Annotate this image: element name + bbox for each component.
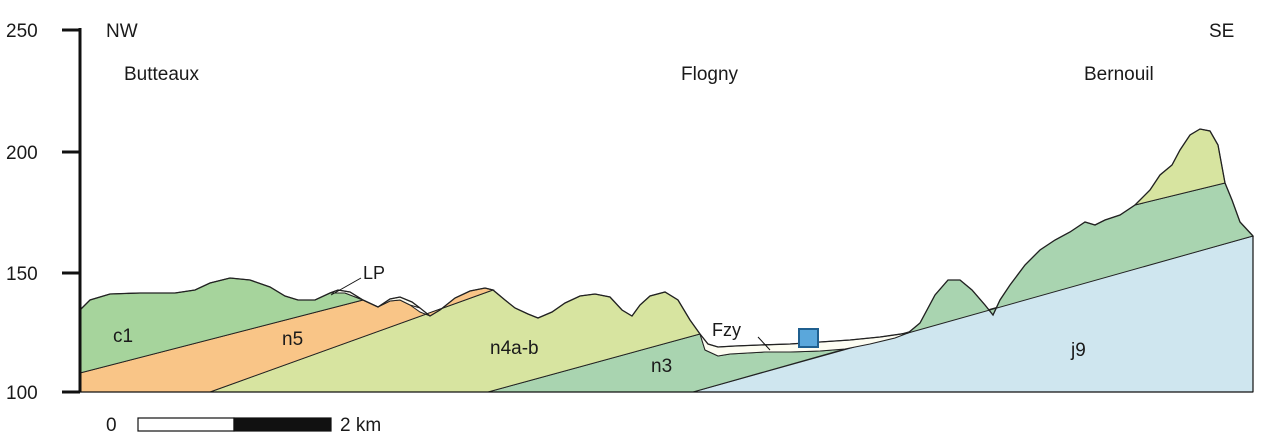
tick-label-200: 200 — [6, 143, 38, 164]
label-n4ab: n4a-b — [490, 338, 539, 359]
tick-label-250: 250 — [6, 21, 38, 42]
place-flogny: Flogny — [681, 64, 739, 85]
scale-end-label: 2 km — [340, 415, 381, 435]
orientation-se: SE — [1209, 21, 1234, 42]
label-n3: n3 — [651, 356, 672, 377]
label-lp: LP — [363, 263, 385, 283]
label-n5: n5 — [282, 329, 303, 350]
tick-label-100: 100 — [6, 383, 38, 404]
place-bernouil: Bernouil — [1084, 64, 1154, 85]
label-c1: c1 — [113, 326, 133, 347]
place-butteaux: Butteaux — [124, 64, 199, 85]
fzy-leader — [757, 336, 771, 351]
orientation-nw: NW — [106, 21, 138, 42]
scale-start-label: 0 — [106, 415, 117, 435]
scale-bar-black — [233, 417, 332, 432]
lp-leader — [330, 277, 362, 296]
label-fzy: Fzy — [712, 320, 741, 340]
site-marker — [798, 328, 819, 348]
label-j9: j9 — [1070, 340, 1086, 361]
topographic-profile — [79, 128, 1254, 348]
scale-bar-white — [137, 417, 235, 432]
tick-label-150: 150 — [6, 264, 38, 285]
